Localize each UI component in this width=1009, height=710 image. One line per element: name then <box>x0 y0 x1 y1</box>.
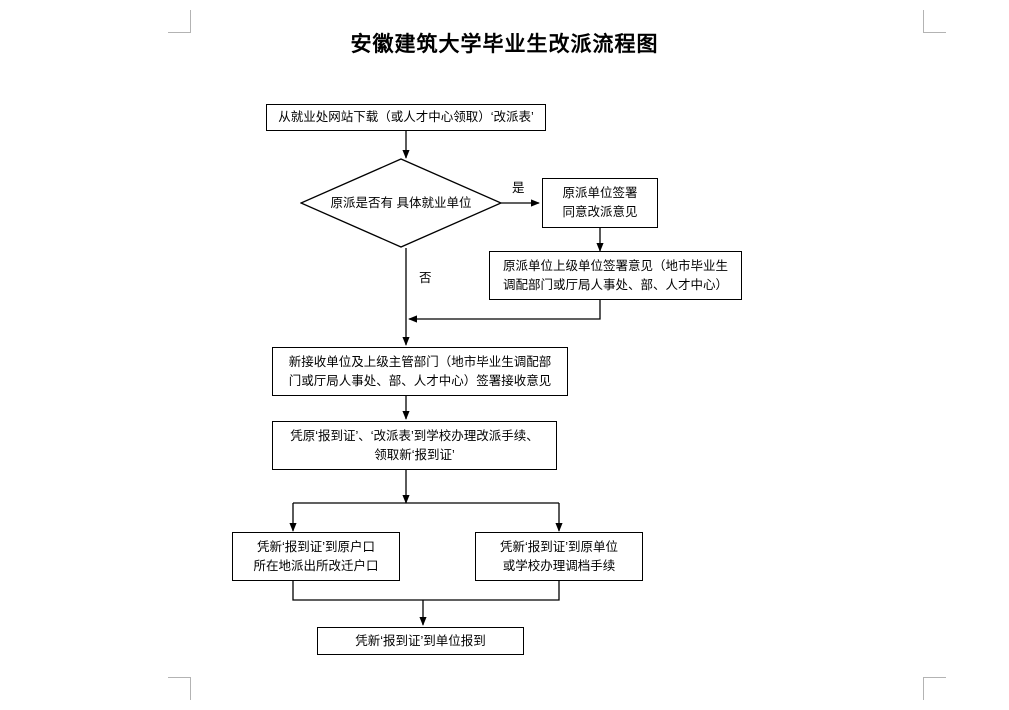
node-decision-line-2: 具体就业单位 <box>396 195 472 210</box>
node-new-unit-accept-line-1: 新接收单位及上级主管部门（地市毕业生调配部 <box>288 354 552 369</box>
node-start-line-1: 从就业处网站下载（或人才中心领取）‘改派表’ <box>278 110 534 124</box>
node-school-process-line-1: 凭原‘报到证’、‘改派表’到学校办理改派手续、 <box>290 428 539 443</box>
node-original-unit-sign-line-2: 同意改派意见 <box>562 205 638 219</box>
node-start[interactable]: 从就业处网站下载（或人才中心领取）‘改派表’ <box>266 104 546 131</box>
node-file-transfer-line-1: 凭新‘报到证’到原单位 <box>499 539 619 554</box>
edge-superior-to-trunk <box>408 300 601 323</box>
node-decision-line-1: 原派是否有 <box>330 195 393 210</box>
page-title: 安徽建筑大学毕业生改派流程图 <box>350 31 659 56</box>
node-original-unit-sign[interactable]: 原派单位签署 同意改派意见 <box>542 178 658 228</box>
node-decision[interactable]: 原派是否有 具体就业单位 <box>300 158 502 248</box>
node-original-unit-sign-line-1: 原派单位签署 <box>562 186 638 200</box>
node-file-transfer[interactable]: 凭新‘报到证’到原单位 或学校办理调档手续 <box>475 532 643 581</box>
node-new-unit-accept-line-2: 门或厅局人事处、部、人才中心）签署接收意见 <box>288 373 552 388</box>
node-school-process-line-2: 领取新‘报到证’ <box>374 447 455 462</box>
edge-household-to-merge <box>292 581 423 601</box>
edge-label-no: 否 <box>419 271 432 285</box>
node-superior-unit-sign-line-1: 原派单位上级单位签署意见（地市毕业生 <box>502 258 728 273</box>
crop-mark-bottom-left <box>168 677 191 700</box>
node-decision-text: 原派是否有 具体就业单位 <box>330 194 471 213</box>
node-new-unit-accept[interactable]: 新接收单位及上级主管部门（地市毕业生调配部 门或厅局人事处、部、人才中心）签署接… <box>272 347 568 396</box>
diamond-shape <box>300 158 502 248</box>
crop-mark-bottom-right <box>923 677 946 700</box>
node-household-transfer-line-2: 所在地派出所改迁户口 <box>253 558 379 573</box>
node-report-to-unit[interactable]: 凭新‘报到证’到单位报到 <box>317 627 524 655</box>
node-superior-unit-sign-line-2: 调配部门或厅局人事处、部、人才中心） <box>502 277 728 292</box>
node-superior-unit-sign[interactable]: 原派单位上级单位签署意见（地市毕业生 调配部门或厅局人事处、部、人才中心） <box>489 251 742 300</box>
edge-file-to-merge <box>423 581 560 601</box>
node-file-transfer-line-2: 或学校办理调档手续 <box>502 558 616 573</box>
node-household-transfer[interactable]: 凭新‘报到证’到原户口 所在地派出所改迁户口 <box>232 532 400 581</box>
node-report-to-unit-line-1: 凭新‘报到证’到单位报到 <box>355 633 486 648</box>
node-household-transfer-line-1: 凭新‘报到证’到原户口 <box>256 539 376 554</box>
edge-label-yes: 是 <box>512 181 525 195</box>
node-school-process[interactable]: 凭原‘报到证’、‘改派表’到学校办理改派手续、 领取新‘报到证’ <box>272 421 557 470</box>
